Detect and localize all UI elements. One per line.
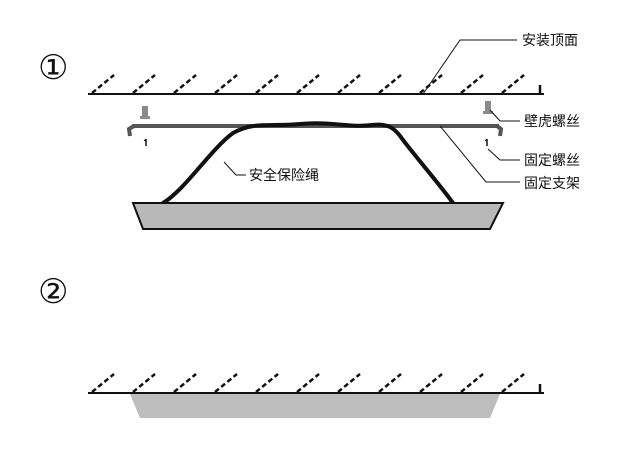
wall-anchor-screw-left xyxy=(140,106,150,119)
ceiling-step1 xyxy=(88,74,544,95)
ceiling-hatch-mark xyxy=(214,74,238,94)
label-bracket: 固定支架 xyxy=(524,176,580,192)
ceiling-hatch-mark xyxy=(91,373,115,393)
leader-safety-rope xyxy=(223,161,246,176)
ceiling-hatch-mark xyxy=(173,373,197,393)
ceiling-hatch-mark xyxy=(337,373,361,393)
label-wall-anchor-screw: 壁虎螺丝 xyxy=(524,114,580,130)
ceiling-hatch-mark xyxy=(501,74,525,94)
step2-number: ② xyxy=(38,272,68,312)
safety-rope xyxy=(161,121,455,205)
leader-ceiling xyxy=(422,39,517,95)
step2-group: ② xyxy=(38,272,544,418)
label-safety-rope: 安全保险绳 xyxy=(249,167,319,184)
ceiling-hatch-mark xyxy=(296,373,320,393)
panel-step2 xyxy=(130,394,500,418)
fixing-screw-left xyxy=(143,138,147,146)
panel-step1 xyxy=(131,202,505,230)
ceiling-hatch-mark xyxy=(460,74,484,94)
ceiling-hatch-mark xyxy=(460,373,484,393)
ceiling-hatch-mark xyxy=(132,74,156,94)
ceiling-hatch-mark xyxy=(173,74,197,94)
leader-fixing-screw xyxy=(487,148,520,161)
ceiling-hatch-mark xyxy=(91,74,115,94)
fixing-screw-right xyxy=(484,138,488,146)
ceiling-hatch-mark xyxy=(255,373,279,393)
ceiling-hatch-mark xyxy=(378,373,402,393)
leader-wall-anchor xyxy=(489,109,520,122)
ceiling-hatch-mark xyxy=(296,74,320,94)
ceiling-hatch-mark xyxy=(132,373,156,393)
ceiling-hatch-mark xyxy=(255,74,279,94)
ceiling-hatch-step1 xyxy=(91,74,542,94)
step1-number: ① xyxy=(38,48,68,88)
ceiling-hatch-mark xyxy=(419,373,443,393)
wall-anchor-screw-right xyxy=(483,101,493,114)
ceiling-hatch-mark xyxy=(378,74,402,94)
label-ceiling: 安装顶面 xyxy=(522,33,578,49)
ceiling-hatch-mark xyxy=(501,373,525,393)
leader-bracket xyxy=(439,125,520,183)
label-fixing-screw: 固定螺丝 xyxy=(524,153,580,169)
ceiling-hatch-mark xyxy=(214,373,238,393)
ceiling-hatch-mark xyxy=(419,74,443,94)
ceiling-hatch-mark xyxy=(337,74,361,94)
bracket xyxy=(126,124,504,137)
ceiling-step2 xyxy=(88,373,544,394)
step1-group: ① xyxy=(38,33,580,230)
ceiling-hatch-step2 xyxy=(91,373,542,393)
